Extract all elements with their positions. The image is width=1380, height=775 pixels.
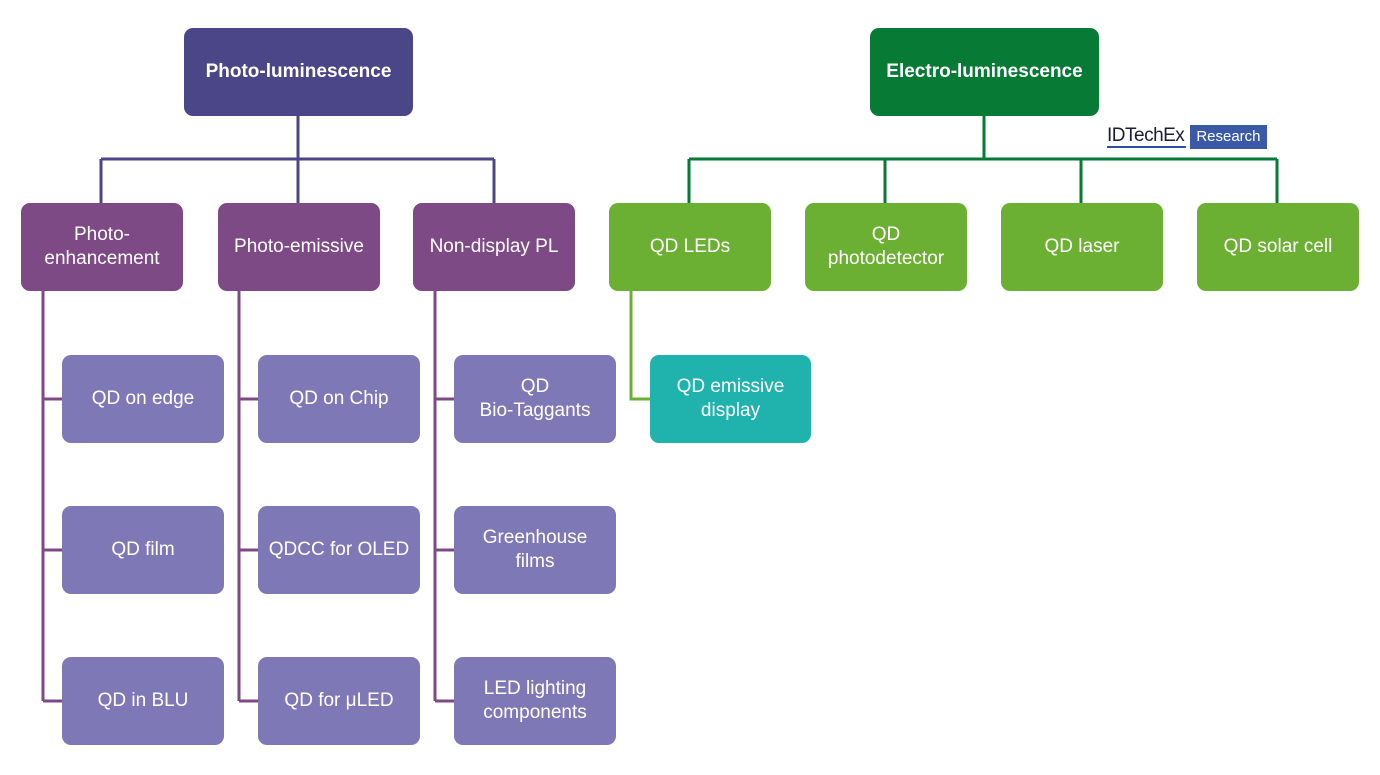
category-qd-laser: QD laser [1001, 203, 1163, 291]
category-photo-emissive: Photo-emissive [218, 203, 380, 291]
electro-luminescence-root: Electro-luminescence [870, 28, 1099, 116]
idtechex-research-logo: IDTechEx Research [1107, 125, 1267, 149]
category-qd-solar-cell: QD solar cell [1197, 203, 1359, 291]
category-qd-leds: QD LEDs [609, 203, 771, 291]
photo-luminescence-root: Photo-luminescence [184, 28, 413, 116]
leaf-qd-for-micro-led: QD for μLED [258, 657, 420, 745]
leaf-qd-film: QD film [62, 506, 224, 594]
category-qd-photodetector: QD photodetector [805, 203, 967, 291]
logo-tag: Research [1190, 125, 1267, 149]
leaf-qd-bio-taggants: QD Bio-Taggants [454, 355, 616, 443]
leaf-greenhouse-films: Greenhouse films [454, 506, 616, 594]
leaf-qdcc-for-oled: QDCC for OLED [258, 506, 420, 594]
logo-brand: IDTechEx [1107, 125, 1187, 148]
category-non-display-pl: Non-display PL [413, 203, 575, 291]
category-photo-enhancement: Photo- enhancement [21, 203, 183, 291]
leaf-qd-emissive-display: QD emissive display [650, 355, 811, 443]
leaf-qd-in-blu: QD in BLU [62, 657, 224, 745]
leaf-led-lighting-components: LED lighting components [454, 657, 616, 745]
el-branch-0 [629, 291, 650, 401]
leaf-qd-on-edge: QD on edge [62, 355, 224, 443]
leaf-qd-on-chip: QD on Chip [258, 355, 420, 443]
